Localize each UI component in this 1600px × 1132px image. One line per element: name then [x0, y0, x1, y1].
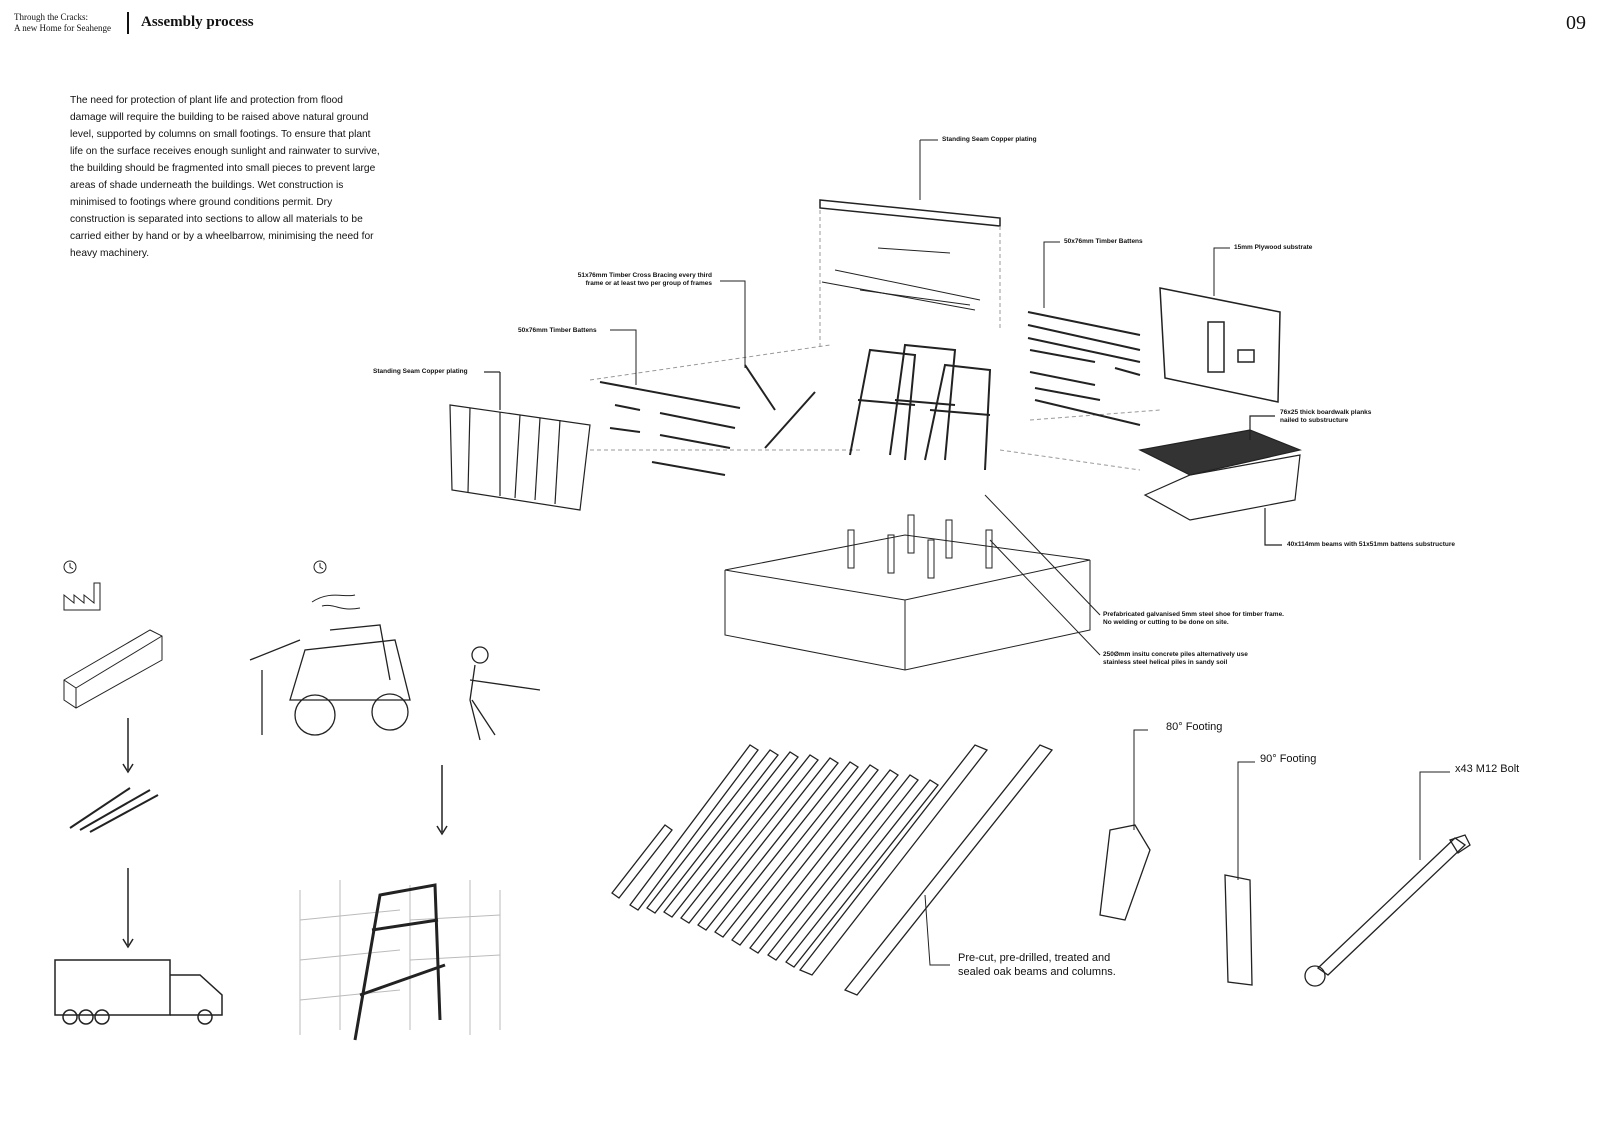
label-footing-90: 90° Footing [1260, 753, 1317, 765]
battens-left [599, 280, 816, 476]
frame-lift-drawing [353, 883, 446, 1041]
label-copper-left: Standing Seam Copper plating [373, 368, 468, 375]
label-footing-80: 80° Footing [1166, 721, 1223, 733]
worker-drawing [469, 646, 541, 741]
label-boardwalk: 76x25 thick boardwalk planks nailed to s… [1280, 409, 1372, 424]
oak-beams [611, 744, 1054, 996]
page-title: Assembly process [141, 14, 254, 30]
label-copper-top: Standing Seam Copper plating [942, 136, 1037, 143]
boardwalk [1138, 415, 1303, 546]
cut-timber [69, 787, 159, 833]
page-number: 09 [1566, 12, 1586, 34]
label-bolt: x43 M12 Bolt [1455, 763, 1520, 775]
label-battens-right: 50x76mm Timber Battens [1064, 238, 1143, 245]
arrow-icon [122, 718, 448, 949]
project-line2: A new Home for Seahenge [14, 23, 111, 33]
timber-frames [849, 343, 992, 471]
scaffold-drawing [299, 880, 501, 1035]
piles [847, 514, 993, 579]
label-beams: 40x114mm beams with 51x51mm battens subs… [1287, 541, 1455, 548]
label-steel-shoe: Prefabricated galvanised 5mm steel shoe … [1103, 611, 1284, 626]
label-plywood: 15mm Plywood substrate [1234, 244, 1313, 251]
landscape-icon [311, 594, 361, 610]
header-divider [127, 12, 129, 34]
concrete-block [724, 534, 1091, 671]
copper-roof-top [819, 139, 1001, 311]
label-battens-left: 50x76mm Timber Battens [518, 327, 597, 334]
intro-paragraph: The need for protection of plant life an… [70, 95, 380, 259]
label-oak-beams: Pre-cut, pre-drilled, treated and sealed… [958, 952, 1116, 978]
copper-panel-left [449, 371, 591, 511]
battens-right [1027, 241, 1141, 426]
truck-icon [54, 959, 223, 1025]
project-title: Through the Cracks:A new Home for Seahen… [14, 12, 111, 34]
project-line1: Through the Cracks: [14, 12, 88, 22]
clock-icon [63, 560, 77, 574]
clock-icon [313, 560, 327, 574]
excavator-drawing [249, 624, 411, 736]
plywood-panel [1159, 247, 1281, 403]
label-piles: 250Ømm insitu concrete piles alternative… [1103, 651, 1248, 666]
timber-stack [63, 629, 163, 709]
factory-icon [63, 582, 101, 611]
label-cross-bracing: 51x76mm Timber Cross Bracing every third… [577, 272, 712, 287]
footings [1099, 729, 1471, 987]
